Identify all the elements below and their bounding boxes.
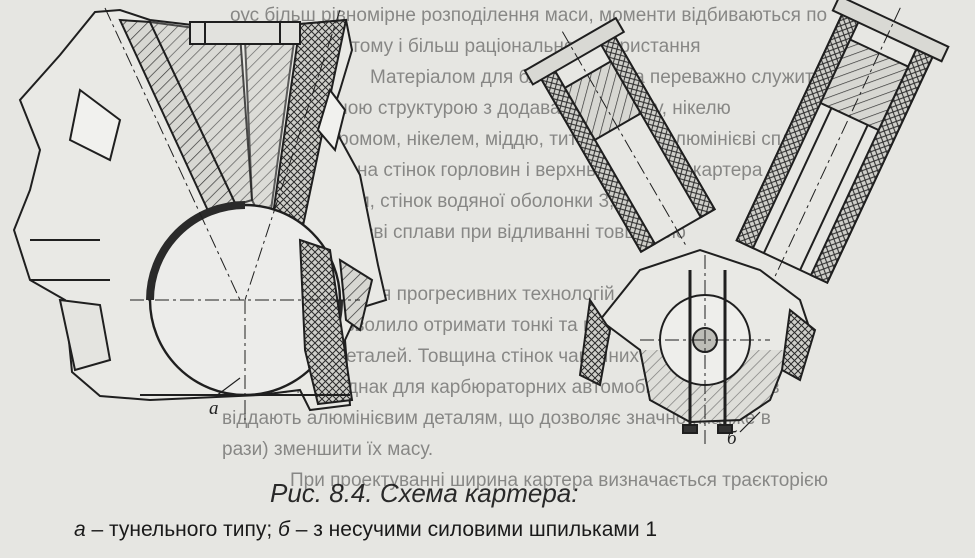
figure-b-label: б: [727, 428, 737, 449]
background-line: легованим хромом, нiкелем, мiддю, титано…: [230, 129, 829, 150]
caption-b-letter: б: [278, 518, 290, 541]
figure-caption-subtitle: а – тунельного типу; б – з несучими сило…: [74, 518, 657, 542]
figure-caption-title: Рис. 8.4. Схема картера:: [270, 478, 579, 508]
crankcase-figure: [12, 0, 950, 445]
caption-b-text: – з несучими силовими шпильками 1: [289, 518, 658, 541]
background-line: рази) зменшити їх масу.: [222, 439, 434, 460]
stud-crankcase-drawing: [523, 0, 950, 445]
background-line: оус бiльш рiвномiрне розподiлення маси, …: [230, 5, 828, 26]
figure-a-label: а: [209, 398, 219, 419]
caption-a-text: – тунельного типу;: [85, 518, 279, 541]
background-line: вiддають алюмiнiєвим деталям, що дозволя…: [222, 408, 771, 429]
tunnel-crankcase-drawing: [12, 7, 388, 420]
caption-a-letter: а: [74, 518, 86, 541]
background-line: 3,2...3,5 мм. Однак для карбюраторних ав…: [222, 377, 780, 398]
background-line: При проектуваннi ширина картера визначає…: [290, 470, 829, 491]
